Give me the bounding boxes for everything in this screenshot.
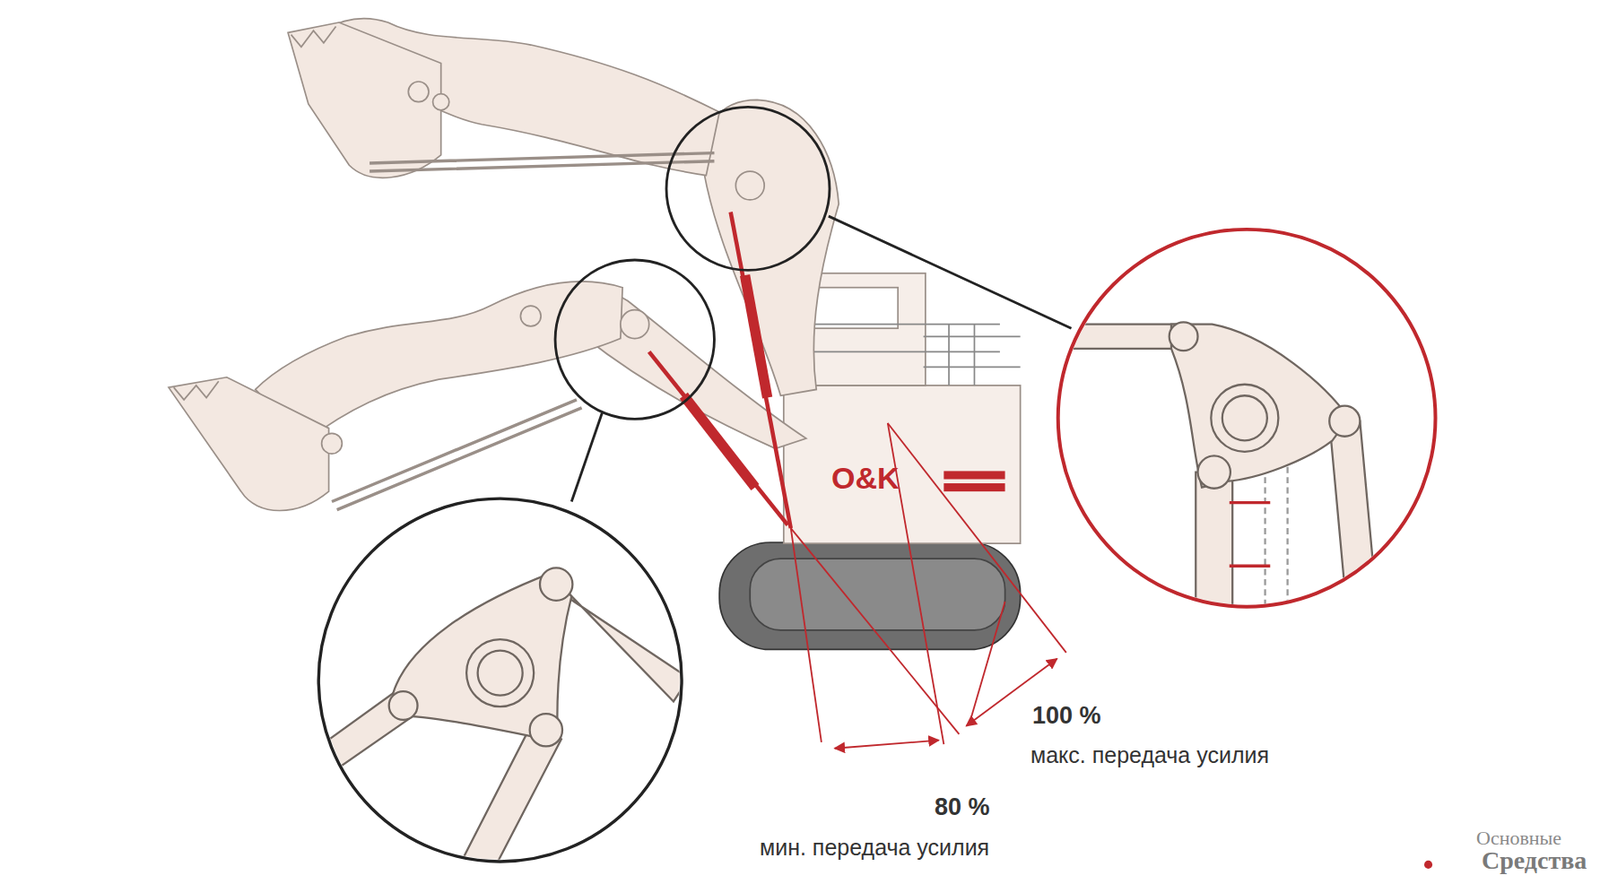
detail-markers	[555, 106, 1071, 502]
main-pin	[466, 639, 534, 707]
cylinder-barrel	[683, 395, 756, 487]
force-line	[887, 423, 1067, 653]
pin	[735, 171, 765, 200]
boom-cylinders	[649, 212, 792, 530]
track-frame	[749, 558, 1005, 631]
watermark-dot	[1424, 860, 1433, 870]
bucket	[287, 22, 442, 178]
percent-label: 100 %	[1032, 702, 1102, 731]
bucket-cylinder	[369, 153, 714, 172]
zoom-detail	[291, 498, 690, 878]
pin	[1198, 455, 1231, 488]
railing	[780, 324, 1020, 386]
caption-label: макс. передача усилия	[1030, 742, 1270, 769]
cylinder-barrel	[745, 275, 768, 398]
cylinder-rod	[730, 212, 792, 530]
pin	[1169, 321, 1199, 351]
boom	[703, 99, 839, 396]
upper-house	[783, 385, 1021, 544]
caption-label: мин. передача усилия	[759, 834, 990, 861]
logo-bar	[943, 483, 1005, 492]
pin	[620, 310, 650, 340]
pin	[433, 94, 450, 111]
force-line	[969, 601, 1006, 724]
force-lines	[791, 423, 1067, 749]
pin	[408, 81, 429, 103]
bucket	[168, 377, 330, 512]
bucket-teeth	[173, 381, 219, 400]
rocker-lever	[392, 573, 572, 737]
percent-label: 80 %	[934, 793, 991, 822]
mark	[1229, 501, 1270, 505]
leader-line	[571, 413, 602, 503]
pin	[389, 691, 418, 721]
zoom-detail	[1051, 229, 1436, 633]
dimension-arrow	[834, 740, 940, 749]
rod	[1051, 324, 1184, 349]
stick	[255, 281, 623, 441]
leader-line	[828, 216, 1072, 329]
zoom-ground	[1058, 229, 1436, 608]
zoom-circle	[318, 498, 682, 862]
bucket-teeth	[291, 26, 337, 48]
brand-logo: O&K	[831, 460, 900, 496]
logo-bar	[943, 470, 1005, 479]
bucket-cylinder	[331, 400, 583, 511]
main-pin	[478, 651, 523, 696]
detail-circle	[666, 106, 830, 270]
rod	[1329, 421, 1380, 633]
detail-circle	[555, 260, 714, 419]
main-pin	[1210, 384, 1279, 453]
main-pin	[1222, 395, 1268, 441]
linkage	[291, 567, 690, 878]
rocker-lever	[1171, 324, 1349, 488]
watermark: Основные	[1476, 826, 1562, 850]
pin	[530, 713, 563, 747]
zoom-circle	[1058, 229, 1436, 608]
watermark: Средства	[1481, 846, 1587, 876]
pin	[1329, 406, 1360, 437]
pin	[520, 305, 541, 327]
cylinder-rod	[649, 351, 789, 525]
cab-window	[806, 287, 898, 329]
crawler-track	[719, 542, 1020, 650]
pin	[539, 567, 573, 600]
force-line	[791, 528, 960, 735]
mark	[1229, 564, 1270, 567]
rod	[1195, 472, 1233, 634]
pin	[321, 433, 343, 454]
